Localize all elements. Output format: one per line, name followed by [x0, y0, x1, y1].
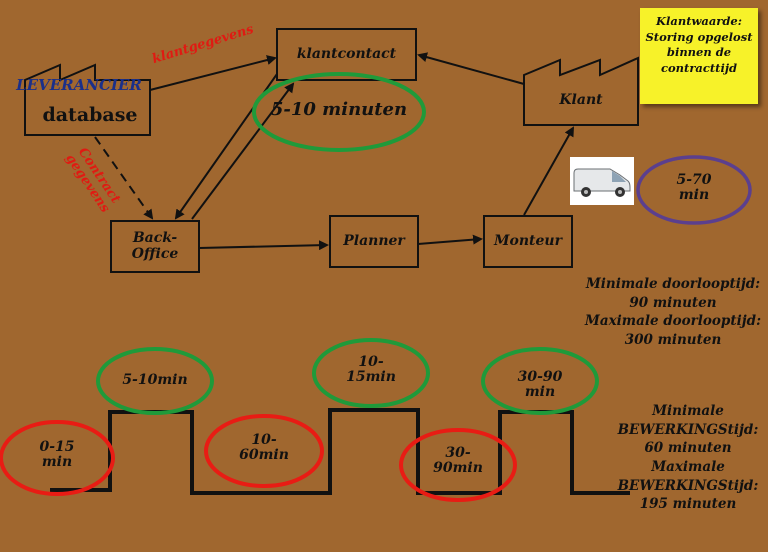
wait1-line2: min: [41, 453, 73, 470]
arrow-planner-monteur: [417, 234, 483, 245]
klantwaarde-note: Klantwaarde: Storing opgelost binnen de …: [640, 8, 758, 104]
van-icon: [573, 168, 631, 197]
proc2-line1: 10-: [358, 354, 384, 370]
wait1-line1: 0-15: [39, 439, 75, 455]
wait2-label: 10- 60min: [224, 433, 304, 462]
proc3-line1: 30-90: [517, 369, 563, 385]
backoffice-label: Back- Office: [111, 221, 199, 272]
wait3-label: 30- 90min: [418, 446, 498, 475]
monteur-node: [483, 215, 573, 268]
klant-label: Klant: [559, 92, 603, 109]
arrow-monteur-klant: [523, 126, 574, 216]
note-line4: contracttijd: [660, 60, 738, 75]
klantcontact-node: [276, 28, 417, 81]
proc3-ellipse: [481, 347, 599, 415]
max-bewerking-label2: BEWERKINGStijd:: [617, 477, 759, 494]
klantcontact-duration-label: 5-10 minuten: [270, 99, 408, 120]
timeline-step-line: [50, 408, 630, 495]
note-text: Klantwaarde: Storing opgelost binnen de …: [640, 8, 758, 76]
wait1-label: 0-15 min: [17, 440, 97, 469]
min-bewerking-value: 60 minuten: [644, 440, 732, 457]
proc3-line2: min: [524, 383, 556, 400]
wait3-ellipse: [399, 428, 517, 502]
klantcontact-label: klantcontact: [296, 45, 397, 62]
min-bewerking-label2: BEWERKINGStijd:: [617, 421, 759, 438]
wait3-line1: 30-: [445, 445, 471, 461]
monteur-duration-label: 5-70 min: [654, 173, 734, 202]
arrow-database-klantcontact: [149, 55, 277, 91]
leverancier-label: LEVERANCIER: [16, 76, 142, 94]
backoffice-label-line1: Back-: [132, 230, 178, 247]
max-doorloop-label: Maximale doorlooptijd:: [584, 313, 762, 330]
arrow-klant-klantcontact: [417, 52, 525, 85]
monteur-duration-line1: 5-70: [676, 172, 712, 188]
min-doorloop-value: 90 minuten: [629, 294, 717, 311]
max-bewerking-value: 195 minuten: [639, 496, 737, 513]
planner-node: [329, 215, 419, 268]
note-line1: Klantwaarde:: [656, 14, 742, 28]
backoffice-label-line2: Office: [131, 245, 179, 262]
klantcontact-duration-ellipse: [252, 72, 426, 152]
proc1-ellipse: [96, 347, 214, 415]
note-line3: binnen de: [666, 45, 732, 60]
arrow-backoffice-klantcontact: [191, 82, 295, 220]
summary-bewerkingstijd: Minimale BEWERKINGStijd: 60 minuten Maxi…: [610, 402, 766, 514]
wait3-line2: 90min: [433, 459, 483, 476]
proc3-label: 30-90 min: [495, 370, 585, 399]
wait1-ellipse: [0, 420, 115, 496]
summary-doorlooptijd: Minimale doorlooptijd: 90 minuten Maxima…: [582, 275, 764, 350]
proc2-line2: 15min: [346, 368, 396, 385]
planner-label: Planner: [343, 232, 405, 249]
monteur-duration-ellipse: [636, 155, 752, 225]
monteur-duration-line2: min: [678, 186, 710, 203]
max-doorloop-value: 300 minuten: [624, 331, 722, 348]
min-bewerking-label1: Minimale: [652, 403, 724, 419]
proc2-ellipse: [312, 338, 430, 408]
wait2-line1: 10-: [251, 432, 277, 448]
min-doorloop-label: Minimale doorlooptijd:: [585, 276, 761, 292]
backoffice-node: [110, 220, 200, 273]
arrow-backoffice-planner: [198, 240, 329, 251]
van-image: [570, 157, 634, 205]
database-label: database: [42, 104, 138, 126]
max-bewerking-label1: Maximale: [651, 458, 725, 475]
database-node: [24, 63, 151, 136]
wait2-line2: 60min: [239, 446, 289, 463]
monteur-label: Monteur: [494, 232, 562, 249]
proc2-label: 10- 15min: [331, 355, 411, 384]
klant-node: [523, 56, 639, 126]
proc1-label: 5-10min: [122, 372, 188, 388]
wait2-ellipse: [204, 414, 324, 488]
note-line2: Storing opgelost: [645, 29, 753, 44]
arrow-database-backoffice: [94, 136, 154, 220]
